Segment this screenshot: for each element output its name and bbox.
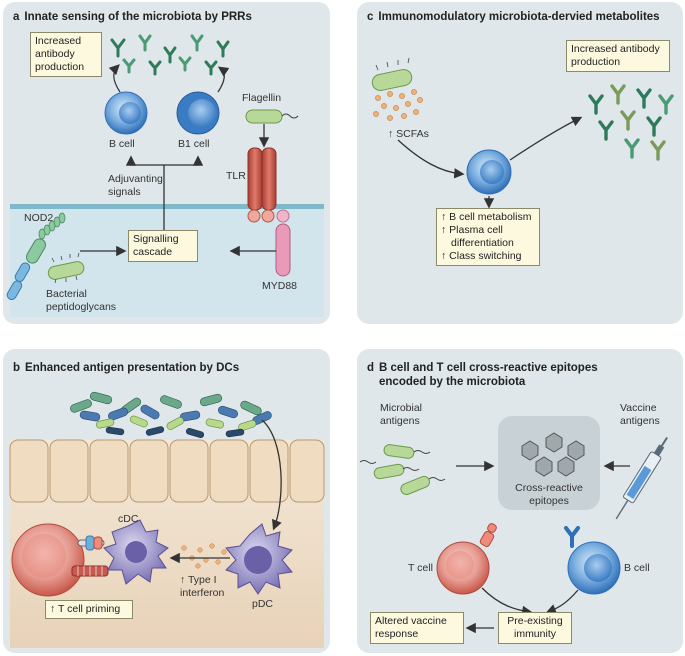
label-bacterial-peptidoglycans: Bacterial peptidoglycans <box>46 288 117 313</box>
label-vaccine-antigens: Vaccine antigens <box>620 402 660 427</box>
label-microbial-antigens: Microbial antigens <box>380 402 423 427</box>
label-adjuvanting: Adjuvanting signals <box>108 173 163 198</box>
tcell-priming-box: ↑ T cell priming <box>45 600 133 619</box>
flagellin-bacterium <box>245 109 299 124</box>
b1-cell-nucleus <box>188 99 216 127</box>
label-nod2: NOD2 <box>24 212 54 224</box>
tlr-receptor <box>247 147 290 223</box>
vaccine-syringe <box>615 436 668 520</box>
altered-vaccine-box: Altered vaccine response <box>370 612 464 644</box>
label-b-cell: B cell <box>109 138 135 150</box>
d-bcell-receptor <box>564 526 580 548</box>
adjuvant-arrow-b <box>125 155 165 205</box>
antibodies-a <box>110 34 230 76</box>
epithelium <box>9 439 325 503</box>
increased-antibody-box-a: Increased antibody production <box>30 32 102 77</box>
arrow-bcell-antibodies-c <box>509 116 583 161</box>
label-flagellin: Flagellin <box>242 92 282 104</box>
arrow-bcell-immunity <box>545 589 579 614</box>
label-type1-interferon: ↑ Type I interferon <box>180 574 225 599</box>
microbial-antigens <box>359 444 446 496</box>
label-pdc: pDC <box>252 598 274 610</box>
d-tcell-receptor <box>479 523 497 547</box>
peptidoglycan-bacterium <box>47 252 85 284</box>
arrow-scfa-bcell <box>397 139 465 179</box>
epitope-hexagons <box>521 432 585 477</box>
b-cell-nucleus <box>119 102 141 124</box>
microbiota-cluster <box>70 391 272 438</box>
myd88 <box>275 223 291 277</box>
effect-line-2: ↑ Plasma cell <box>441 224 503 236</box>
label-d-tcell: T cell <box>408 562 433 574</box>
effect-line-3: differentiation <box>451 237 514 249</box>
arrow-tcell-immunity <box>481 587 533 617</box>
cell-membrane <box>10 204 324 209</box>
tcr-mhc-complex <box>71 535 109 577</box>
effect-line-1: ↑ B cell metabolism <box>441 211 532 223</box>
antibodies-c <box>588 84 674 161</box>
label-scfas: ↑ SCFAs <box>388 128 429 140</box>
label-cross-reactive-epitopes: Cross-reactive epitopes <box>515 482 583 507</box>
arrow-b1cell-antibody <box>217 66 230 93</box>
label-tlr: TLR <box>226 170 246 182</box>
interferon-dots <box>181 543 227 569</box>
increased-antibody-box-c: Increased antibody production <box>566 40 670 72</box>
nod2-receptor <box>6 212 66 301</box>
scfa-bacterium <box>371 57 413 91</box>
label-cdc: cDC <box>118 513 139 525</box>
label-myd88: MYD88 <box>262 280 298 292</box>
adjuvant-arrow-b1 <box>164 155 204 166</box>
effect-line-4: ↑ Class switching <box>441 250 522 262</box>
label-b1-cell: B1 cell <box>178 138 210 150</box>
scfa-dots <box>373 89 423 121</box>
preexisting-immunity-box: Pre-existing immunity <box>498 612 572 644</box>
bcell-effects-box: ↑ B cell metabolism ↑ Plasma cell differ… <box>436 208 540 266</box>
label-d-bcell: B cell <box>624 562 650 574</box>
arrow-bcell-antibody <box>108 64 121 93</box>
arrow-microbiota-pdc <box>261 419 282 531</box>
signalling-cascade-box: Signalling cascade <box>128 230 198 262</box>
